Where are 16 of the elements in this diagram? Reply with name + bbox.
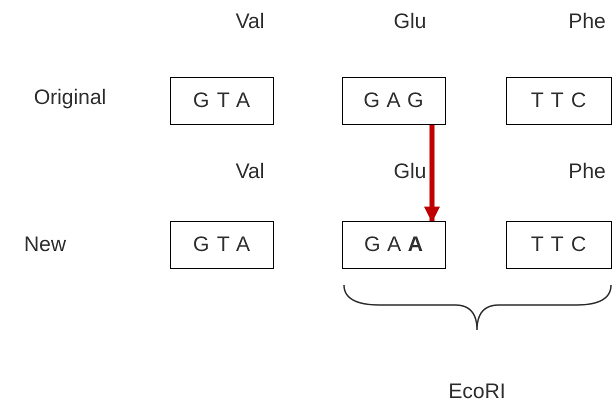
codon-box: G A G bbox=[342, 77, 446, 125]
amino-acid-label: Glu bbox=[394, 160, 426, 184]
codon-box: G T A bbox=[170, 77, 274, 125]
codon-box: T T C bbox=[506, 77, 612, 125]
amino-acid-label: Phe bbox=[568, 160, 606, 184]
codon-box: T T C bbox=[506, 221, 612, 269]
arrow bbox=[424, 125, 440, 223]
row-label: Original bbox=[34, 86, 106, 110]
codon-box: G T A bbox=[170, 221, 274, 269]
row-label: New bbox=[24, 233, 66, 257]
amino-acid-label: Glu bbox=[394, 10, 426, 34]
amino-acid-label: Phe bbox=[568, 10, 606, 34]
amino-acid-label: Val bbox=[236, 10, 264, 34]
enzyme-label: EcoRI bbox=[448, 380, 506, 404]
codon-box: G A A bbox=[342, 221, 446, 269]
amino-acid-label: Val bbox=[236, 160, 264, 184]
